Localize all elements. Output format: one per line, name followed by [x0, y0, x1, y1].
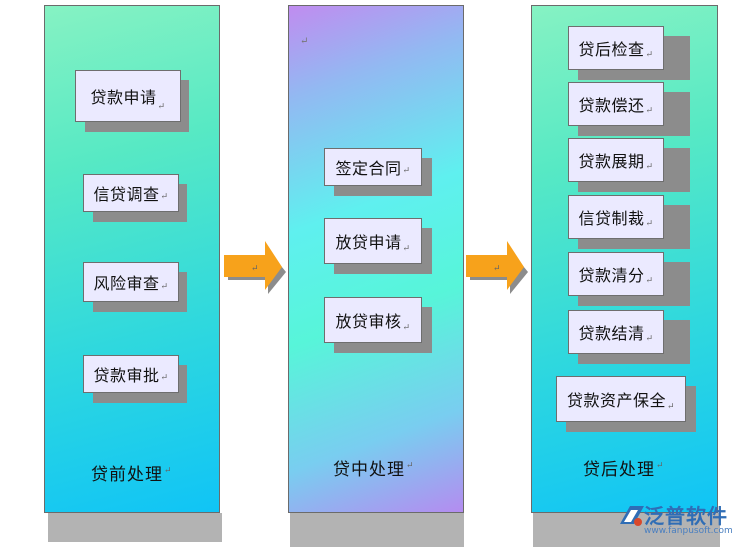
step-label: 贷款清分 [578, 266, 645, 285]
arrow-right-icon: ↵ [466, 241, 528, 294]
step-label: 贷款偿还 [578, 96, 645, 115]
step-box: 贷款审批 [83, 355, 179, 393]
step-box: 信贷调查 [83, 174, 179, 212]
logo-icon [620, 506, 644, 526]
step-box: 贷后检查 [568, 26, 664, 70]
step-label: 贷款申请 [90, 88, 157, 107]
arrow-body [466, 241, 524, 290]
stage-shadow [48, 513, 222, 542]
svg-text:↵: ↵ [251, 264, 259, 274]
stage-title-text: 贷后处理 [583, 460, 655, 480]
step-label: 信贷制裁 [578, 209, 645, 228]
stage-title: 贷中处理 [333, 455, 415, 480]
step-label: 贷款展期 [578, 152, 645, 171]
svg-text:↵: ↵ [493, 264, 501, 274]
logo-url: www.fanpusoft.com [644, 526, 733, 536]
step-label: 签定合同 [335, 159, 402, 178]
step-box: 贷款清分 [568, 252, 664, 296]
step-label: 放贷申请 [335, 233, 402, 252]
step-box: 放贷审核 [324, 297, 422, 343]
stage-title-text: 贷前处理 [91, 465, 163, 485]
stage-title-text: 贷中处理 [333, 460, 405, 480]
step-box: 放贷申请 [324, 218, 422, 264]
stage-shadow [290, 513, 464, 547]
paragraph-mark: ↵ [300, 36, 309, 47]
stage-title: 贷后处理 [583, 455, 665, 480]
step-label: 贷款审批 [93, 366, 160, 385]
logo-name: 泛普软件 [644, 504, 728, 528]
step-box: 信贷制裁 [568, 195, 664, 239]
step-box: 贷款偿还 [568, 82, 664, 126]
arrow-right-icon: ↵ [224, 241, 286, 294]
step-label: 放贷审核 [335, 312, 402, 331]
step-label: 贷款结清 [578, 324, 645, 343]
step-box: 风险审查 [83, 262, 179, 302]
step-label: 信贷调查 [93, 185, 160, 204]
step-label: 贷款资产保全 [566, 391, 666, 410]
step-label: 贷后检查 [578, 40, 645, 59]
step-box: 贷款结清 [568, 310, 664, 354]
brand-logo: 泛普软件 www.fanpusoft.com [614, 498, 742, 542]
arrow-body [224, 241, 282, 290]
step-box: 贷款资产保全 [556, 376, 686, 422]
step-box: 签定合同 [324, 148, 422, 186]
step-box: 贷款展期 [568, 138, 664, 182]
stage-title: 贷前处理 [91, 460, 173, 485]
step-label: 风险审查 [93, 274, 160, 293]
step-box: 贷款申请 [75, 70, 181, 122]
